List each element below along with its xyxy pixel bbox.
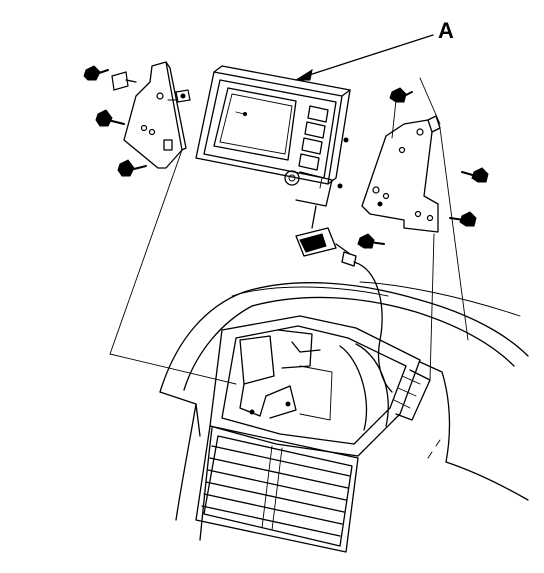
dashboard — [159, 281, 529, 541]
navigation-display-unit — [195, 65, 351, 207]
harness-connector — [295, 227, 357, 267]
left-nut — [175, 89, 191, 103]
left-screw-lower — [117, 159, 147, 177]
left-screw-upper — [111, 71, 137, 91]
callout-label-a: A — [438, 18, 454, 43]
callout-arrow-a — [294, 34, 434, 81]
right-screw-lower — [449, 211, 477, 227]
right-screw-bottom — [357, 233, 385, 249]
right-screw-middle — [461, 167, 489, 183]
left-screw-middle — [95, 109, 125, 127]
right-screw-top — [389, 87, 413, 103]
guide-lines — [109, 77, 469, 385]
left-screw-top — [83, 65, 109, 81]
left-bracket — [123, 61, 187, 169]
right-bracket — [361, 115, 441, 233]
center-air-vents — [195, 425, 359, 553]
